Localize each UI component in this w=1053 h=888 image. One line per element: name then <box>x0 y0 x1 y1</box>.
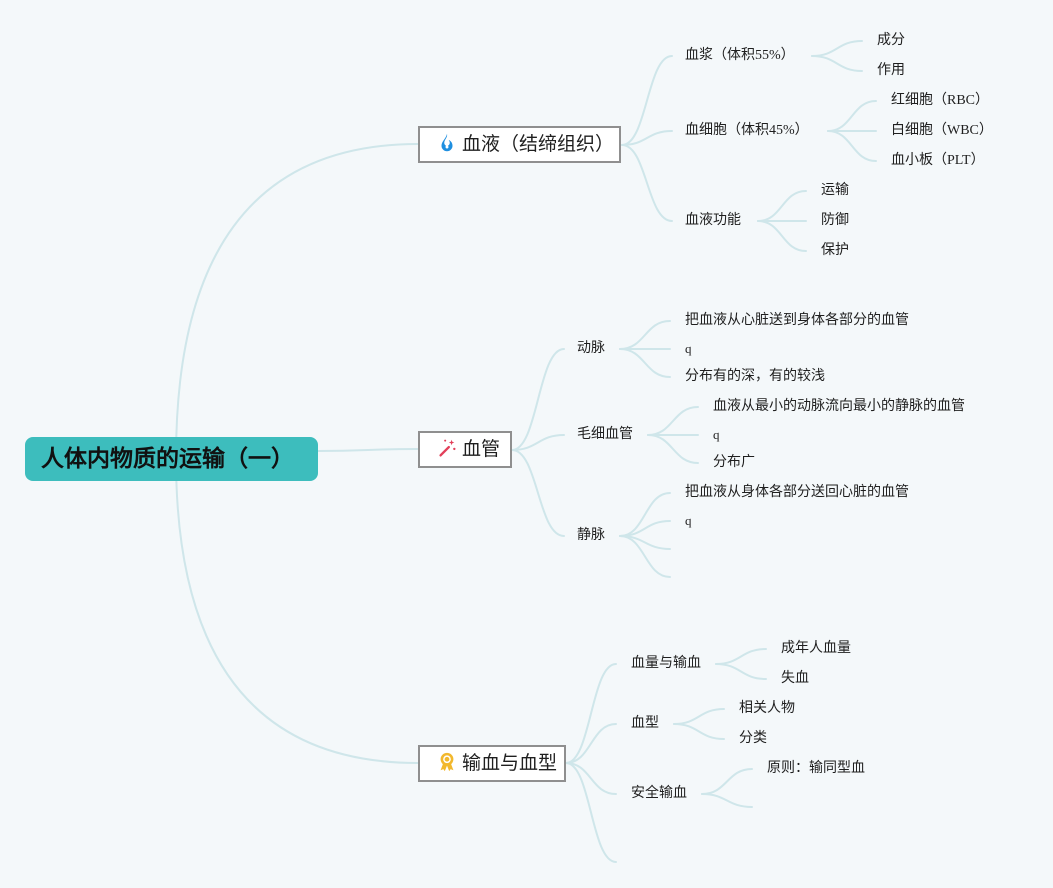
topic-blood-cells[interactable]: 血细胞（体积45%） <box>685 123 809 138</box>
leaf-capillary-distribution[interactable]: 分布广 <box>713 455 755 470</box>
topic-safe-transfusion[interactable]: 安全输血 <box>631 786 687 801</box>
leaf-artery-q[interactable]: q <box>685 341 692 356</box>
leaf-plasma-composition[interactable]: 成分 <box>877 33 905 48</box>
link-capillary-leaf2 <box>647 434 699 464</box>
fire-icon <box>441 133 453 152</box>
link-transfusion-volume <box>565 663 617 764</box>
branch-blood-label: 血液（结缔组织） <box>462 133 615 155</box>
link-transfusion-type <box>565 723 617 764</box>
link-capillary-leaf0 <box>647 406 699 436</box>
link-blood-plasma <box>621 55 673 146</box>
topic-blood-type[interactable]: 血型 <box>631 716 659 731</box>
root-topic[interactable]: 人体内物质的运输（一） <box>25 437 318 481</box>
link-cells-leaf2 <box>827 130 877 162</box>
leaf-adult-volume[interactable]: 成年人血量 <box>781 641 851 656</box>
link-function-leaf2 <box>757 220 807 252</box>
link-vein-leaf3 <box>619 535 671 578</box>
link-function-leaf0 <box>757 190 807 222</box>
leaf-plt[interactable]: 血小板（PLT） <box>891 153 985 168</box>
leaf-artery-distribution[interactable]: 分布有的深，有的较浅 <box>685 369 825 384</box>
topic-plasma[interactable]: 血浆（体积55%） <box>685 48 795 63</box>
magic-wand-icon <box>439 439 456 457</box>
link-blood-cells <box>621 130 673 146</box>
link-root-vessels <box>317 448 419 452</box>
leaf-vein-q[interactable]: q <box>685 513 692 528</box>
leaf-related-people[interactable]: 相关人物 <box>739 701 795 716</box>
link-cells-leaf0 <box>827 100 877 132</box>
link-vessels-artery <box>511 348 565 451</box>
link-plasma-leaf1 <box>811 55 863 72</box>
topic-capillary[interactable]: 毛细血管 <box>577 427 633 442</box>
link-vessels-capillary <box>511 434 565 451</box>
link-safe-leaf1 <box>701 793 753 808</box>
link-artery-leaf0 <box>619 320 671 350</box>
link-volume-leaf1 <box>715 663 767 680</box>
leaf-rbc[interactable]: 红细胞（RBC） <box>891 93 990 108</box>
award-ribbon-icon <box>440 752 454 772</box>
leaf-vein-definition[interactable]: 把血液从身体各部分送回心脏的血管 <box>685 485 909 500</box>
link-blood-function <box>621 144 673 222</box>
topic-artery[interactable]: 动脉 <box>577 341 605 356</box>
branch-vessels-label: 血管 <box>462 438 501 460</box>
leaf-capillary-definition[interactable]: 血液从最小的动脉流向最小的静脉的血管 <box>713 399 965 414</box>
link-type-leaf0 <box>673 708 725 725</box>
link-artery-leaf2 <box>619 348 671 378</box>
leaf-transport[interactable]: 运输 <box>821 183 849 198</box>
link-root-blood <box>175 143 419 459</box>
topic-vein[interactable]: 静脉 <box>577 528 605 543</box>
leaf-classification[interactable]: 分类 <box>739 731 767 746</box>
link-root-transfusion <box>175 457 419 764</box>
link-vessels-vein <box>511 449 565 537</box>
leaf-wbc[interactable]: 白细胞（WBC） <box>891 123 993 138</box>
leaf-protection[interactable]: 保护 <box>821 243 849 258</box>
branch-blood[interactable]: 血液（结缔组织） <box>418 126 621 163</box>
leaf-defense[interactable]: 防御 <box>821 213 849 228</box>
leaf-artery-definition[interactable]: 把血液从心脏送到身体各部分的血管 <box>685 313 909 328</box>
leaf-plasma-function[interactable]: 作用 <box>877 63 905 78</box>
link-volume-leaf0 <box>715 648 767 665</box>
topic-blood-function[interactable]: 血液功能 <box>685 213 741 228</box>
topic-blood-volume[interactable]: 血量与输血 <box>631 656 701 671</box>
link-type-leaf1 <box>673 723 725 740</box>
leaf-principle[interactable]: 原则：输同型血 <box>767 761 865 776</box>
leaf-blood-loss[interactable]: 失血 <box>781 671 809 686</box>
branch-transfusion[interactable]: 输血与血型 <box>418 745 566 782</box>
link-safe-leaf0 <box>701 768 753 795</box>
link-transfusion-empty <box>565 762 617 863</box>
branch-vessels[interactable]: 血管 <box>418 431 512 468</box>
branch-transfusion-label: 输血与血型 <box>462 752 558 774</box>
link-plasma-leaf0 <box>811 40 863 57</box>
link-transfusion-safe <box>565 762 617 795</box>
leaf-capillary-q[interactable]: q <box>713 427 720 442</box>
root-topic-label: 人体内物质的运输（一） <box>41 446 294 472</box>
